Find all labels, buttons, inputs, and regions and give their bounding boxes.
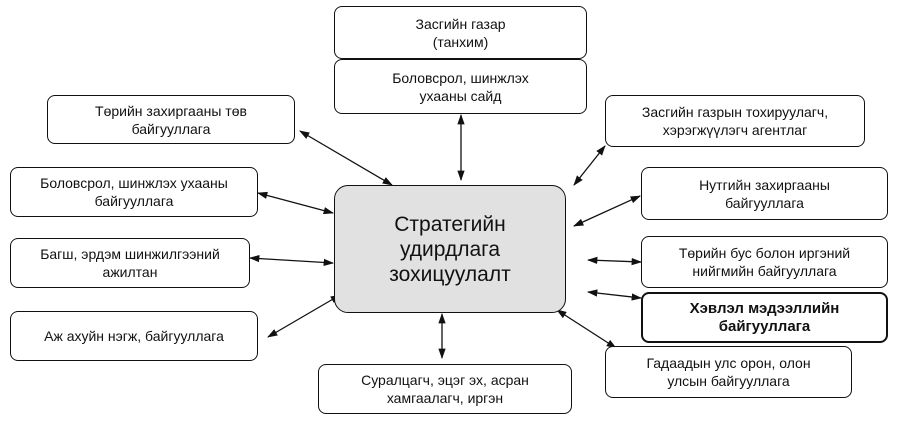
node-teachers-researchers: Багш, эрдэм шинжилгээний ажилтан [10,238,250,288]
arrow-media [586,289,643,301]
arrow-business [267,294,341,338]
node-foreign: Гадаадын улс орон, олон улсын байгууллаг… [605,346,852,398]
node-regulatory-agency: Засгийн газрын тохируулагч, хэрэгжүүлэгч… [605,95,865,147]
arrow-foreign [556,309,617,349]
center-strategic-coordination: Стратегийн удирдлага зохицуулалт [334,185,566,313]
node-students-parents: Суралцагч, эцэг эх, асран хамгаалагч, ир… [318,364,572,414]
arrow-ngo [586,256,643,266]
node-ngo-civil: Төрийн бус болон иргэний нийгмийн байгуу… [641,236,888,288]
node-media: Хэвлэл мэдээллийн байгууллага [641,292,888,343]
arrow-regulatory [573,145,606,186]
arrow-education-orgs [256,191,335,215]
arrow-teachers [248,254,335,267]
node-central-admin: Төрийн захиргааны төв байгууллага [47,95,295,144]
node-government: Засгийн газар (танхим) [334,6,587,59]
node-business: Аж ахуйн нэгж, байгууллага [10,311,258,361]
node-education-orgs: Боловсрол, шинжлэх ухааны байгууллага [10,167,258,217]
arrow-local-admin [573,195,641,227]
arrow-central-admin [299,130,393,186]
node-local-admin: Нутгийн захиргааны байгууллага [641,167,888,220]
node-education-minister: Боловсрол, шинжлэх ухааны сайд [334,59,587,114]
